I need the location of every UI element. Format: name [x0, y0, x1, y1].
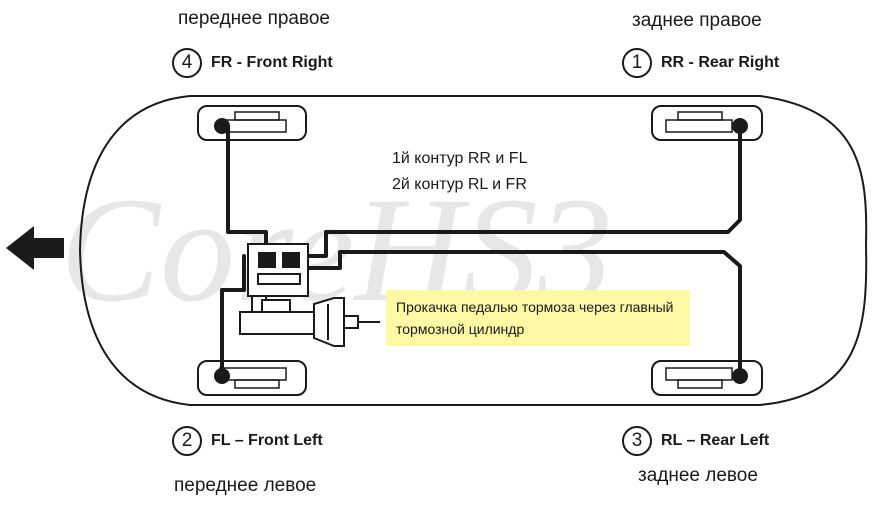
circuit-line-2: 2й контур RL и FR — [392, 176, 527, 193]
brake-line-rear-right — [306, 126, 742, 258]
wheel-code-label: FL – Front Left — [211, 432, 323, 449]
order-number-badge: 3 — [622, 426, 652, 456]
brake-line-front-right — [226, 126, 268, 250]
label-rear-right-ru: заднее правое — [632, 10, 762, 31]
wheel-rear-right — [651, 105, 763, 141]
label-rear-left-ru: заднее левое — [638, 465, 758, 486]
wheel-tag-front-left: 2 FL – Front Left — [172, 426, 323, 456]
brake-line-rear-left — [298, 250, 742, 374]
wheel-tag-rear-left: 3 RL – Rear Left — [622, 426, 769, 456]
brake-lines — [220, 126, 742, 376]
direction-arrow-icon — [6, 226, 64, 270]
order-number-badge: 1 — [622, 48, 652, 78]
wheel-rear-left — [651, 360, 763, 396]
wheel-front-left — [197, 360, 307, 396]
order-number-badge: 2 — [172, 426, 202, 456]
label-front-right-ru: переднее правое — [178, 8, 330, 29]
wheel-front-right — [197, 105, 307, 141]
wheel-code-label: RR - Rear Right — [661, 54, 780, 71]
brake-line-front-left — [220, 254, 246, 376]
bleeding-note: Прокачка педалью тормоза через главный т… — [386, 290, 690, 346]
wheel-tag-front-right: 4 FR - Front Right — [172, 48, 333, 78]
wheel-tag-rear-right: 1 RR - Rear Right — [622, 48, 779, 78]
label-front-left-ru: переднее левое — [174, 475, 317, 496]
order-number-badge: 4 — [172, 48, 202, 78]
wheel-code-label: FR - Front Right — [211, 54, 333, 71]
car-body-outline — [78, 95, 868, 406]
circuit-line-1: 1й контур RR и FL — [392, 150, 528, 167]
abs-hydraulic-unit — [247, 243, 309, 312]
wheel-code-label: RL – Rear Left — [661, 432, 770, 449]
circuit-description: 1й контур RR и FL 2й контур RL и FR — [392, 146, 527, 198]
master-cylinder — [239, 297, 380, 347]
